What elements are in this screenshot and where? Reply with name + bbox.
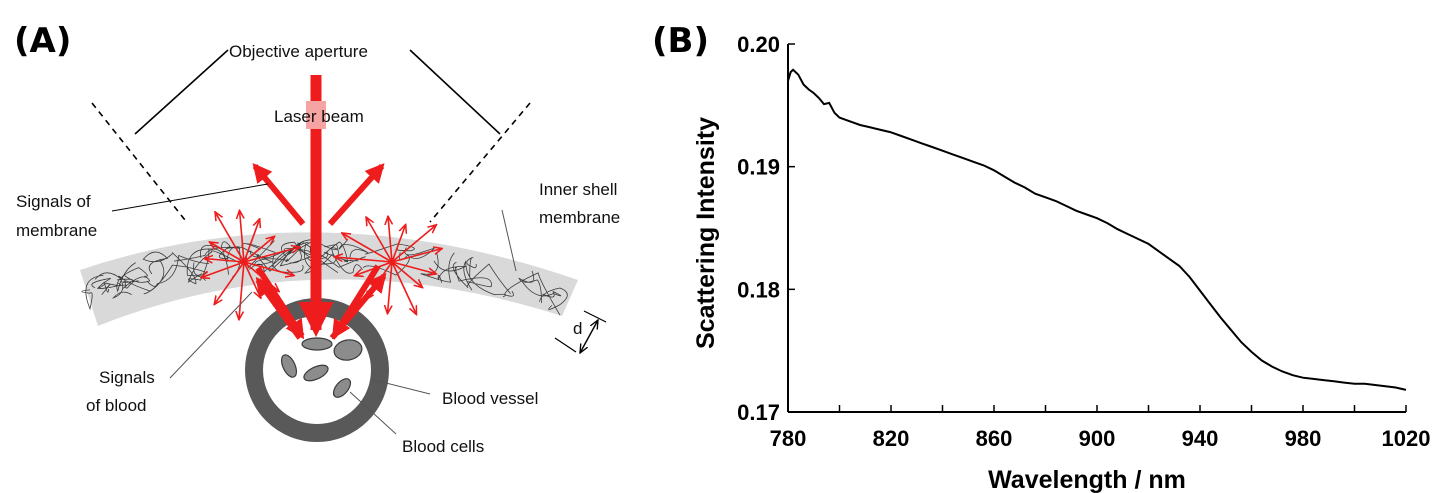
- x-tick-label: 780: [770, 426, 807, 451]
- y-tick-label: 0.20: [737, 32, 780, 57]
- small-scatter-arrow: [391, 261, 417, 315]
- small-scatter-arrow: [243, 236, 275, 263]
- signals-membrane-label-2: membrane: [16, 221, 97, 240]
- small-scatter-arrow: [243, 261, 261, 298]
- x-tick-label: 940: [1182, 426, 1219, 451]
- inner-shell-label-1: Inner shell: [539, 180, 617, 199]
- incident-arrow-right: [331, 264, 381, 340]
- panel-a: (A): [14, 21, 620, 456]
- small-scatter-arrow: [391, 224, 406, 263]
- small-scatter-arrow: [243, 219, 260, 263]
- scattering-chart: 780 820 860 900 940 980 1020 0.17 0.18 0.19 0.20 W…: [692, 32, 1430, 493]
- signals-membrane-label-1: Signals of: [16, 192, 91, 211]
- small-scatter-arrow: [240, 210, 245, 263]
- blood-cells-label: Blood cells: [402, 437, 484, 456]
- small-scatter-arrow: [243, 261, 294, 276]
- x-tick-label: 980: [1285, 426, 1322, 451]
- x-tick-label: 860: [976, 426, 1013, 451]
- small-scatter-arrow: [215, 212, 245, 263]
- small-scatter-arrow: [239, 261, 245, 320]
- y-tick-label: 0.17: [737, 400, 780, 425]
- laser-beam-label: Laser beam: [274, 107, 364, 126]
- panel-b: (B) 780 820 860 900 940 980 1020 0.17 0.18 0.19 0.…: [652, 21, 1430, 493]
- small-scatter-arrow: [201, 261, 245, 278]
- inner-shell-label-2: membrane: [539, 208, 620, 227]
- x-tick-label: 820: [873, 426, 910, 451]
- x-axis-label: Wavelength / nm: [988, 466, 1186, 493]
- blood-cells-group: [280, 337, 363, 398]
- panel-a-tag: (A): [14, 21, 71, 61]
- small-scatter-arrow: [366, 217, 393, 263]
- y-tick-label: 0.18: [737, 277, 780, 302]
- small-scatter-arrow: [243, 261, 279, 292]
- small-scatter-arrow: [243, 247, 300, 263]
- thickness-label: d: [573, 319, 582, 338]
- objective-aperture-label: Objective aperture: [229, 42, 368, 61]
- small-scatter-arrow: [391, 249, 442, 263]
- small-scatter-arrow: [354, 261, 393, 276]
- small-scatter-arrow: [342, 233, 393, 263]
- x-tick-label: 1020: [1382, 426, 1431, 451]
- small-scatter-arrow: [388, 261, 393, 314]
- leader-lines: [111, 183, 517, 435]
- thickness-marker: d: [554, 310, 607, 353]
- chart-ticks: 780 820 860 900 940 980 1020 0.17 0.18 0.19 0.20: [737, 32, 1430, 451]
- small-scatter-arrow: [391, 261, 436, 274]
- small-scatter-arrow: [391, 261, 423, 288]
- small-scatter-arrow: [366, 261, 393, 300]
- signals-blood-label-2: of blood: [86, 396, 147, 415]
- small-scatter-arrow: [391, 225, 436, 263]
- chart-axes: [787, 44, 1406, 413]
- y-tick-label: 0.19: [737, 155, 780, 180]
- small-scatter-arrow: [388, 216, 392, 263]
- laser-beam: [298, 75, 334, 338]
- signals-blood-label-1: Signals: [99, 368, 155, 387]
- panel-b-tag: (B): [652, 21, 709, 61]
- small-scatter-arrow: [334, 257, 393, 263]
- small-scatter-arrows: [201, 210, 442, 320]
- y-axis-label: Scattering Intensity: [692, 117, 720, 349]
- series-line: [787, 68, 1407, 391]
- objective-aperture-lines: [91, 49, 531, 223]
- x-tick-label: 900: [1079, 426, 1116, 451]
- small-scatter-arrow: [209, 242, 245, 263]
- small-scatter-arrow: [204, 259, 245, 263]
- small-scatter-arrow: [214, 261, 245, 305]
- blood-vessel-label: Blood vessel: [442, 389, 538, 408]
